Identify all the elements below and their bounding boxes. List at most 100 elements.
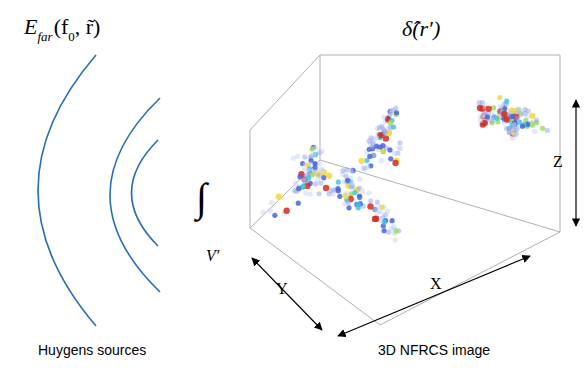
scatter-dot [260, 209, 265, 214]
scatter-dot [302, 167, 307, 172]
scatter-dot [321, 175, 326, 180]
scatter-dot [382, 129, 387, 134]
formula-symbol: E [24, 16, 37, 38]
scatter-dot [529, 113, 535, 119]
axis-arrows [252, 100, 576, 336]
integral-domain: V′ [206, 248, 219, 264]
scatter-dot [540, 126, 545, 131]
scatter-dot [326, 191, 331, 196]
scatter-dot [507, 109, 512, 114]
scatter-dot [319, 149, 324, 154]
x-axis-arrow [338, 256, 530, 336]
scatter-dot [383, 135, 389, 141]
scatter-dot [323, 185, 329, 191]
scatter-dot [296, 186, 301, 191]
axis-label: Z [553, 154, 563, 170]
scatter-dot [385, 209, 390, 214]
scatter-dot [489, 118, 494, 123]
scatter-dot [361, 165, 366, 170]
scatter-dot [480, 100, 485, 105]
scatter-dot [494, 116, 499, 121]
scatter-dot [357, 176, 362, 181]
scatter-dot [317, 191, 322, 196]
y-axis-arrow [252, 258, 322, 330]
scatter-dot [360, 188, 365, 193]
scatter-dot [308, 191, 313, 196]
scatter-dot [513, 133, 518, 138]
scatter-dot [366, 190, 371, 195]
scatter-dot [514, 116, 519, 121]
scatter-dot [313, 145, 318, 150]
scatter-dot [490, 111, 495, 116]
scatter-dot [394, 110, 399, 115]
scatter-dot [302, 154, 307, 159]
scatter-dot [296, 201, 301, 206]
scatter-dot [372, 216, 378, 222]
wavefront-arc [110, 98, 160, 292]
scatter-dot [367, 154, 372, 159]
scatter-dot [344, 191, 349, 196]
scatter-dot [346, 205, 351, 210]
scatter-dot [375, 200, 380, 205]
scatter-dot [276, 194, 282, 200]
scatter-dot [272, 213, 277, 218]
axis-label: X [430, 276, 442, 292]
scatter-dot [283, 208, 289, 214]
wavefront-arc [132, 140, 159, 246]
scatter-dot [485, 114, 490, 119]
frame-edge [320, 55, 560, 232]
scatter-dot [477, 105, 483, 111]
scatter-dot [317, 161, 322, 166]
scatter-dot [504, 126, 509, 131]
scatter-dot [485, 106, 491, 112]
scatter-dot [313, 181, 318, 186]
scatter-dot [306, 175, 311, 180]
scatter-dot [358, 158, 364, 164]
axis-label: Y [276, 281, 288, 297]
scatter-dot [352, 190, 357, 195]
scatter-dot [498, 104, 503, 109]
formula-subscript: far [37, 30, 52, 43]
scatter-dot [311, 152, 316, 157]
scatter-dot [337, 194, 342, 199]
scatter-dot [379, 124, 384, 129]
scatter-dot [381, 228, 386, 233]
scatter-dot [389, 110, 394, 115]
scatter-dot [394, 228, 399, 233]
scatter-dot [512, 127, 517, 132]
scatter-dot [291, 156, 296, 161]
wavefront-arc [38, 55, 96, 326]
scatter-dot [366, 138, 371, 143]
scatter-dot [358, 194, 363, 199]
scatter-dot [349, 169, 354, 174]
scatter-dot [326, 173, 332, 179]
scatter-dot [336, 188, 341, 193]
scatter-dot [530, 123, 535, 128]
scatter-dot [497, 95, 502, 100]
scatter-dot [377, 144, 382, 149]
scatter-dot [269, 200, 274, 205]
huygens-wavefronts [38, 55, 160, 326]
frame-edge [250, 55, 320, 228]
scatter-dot [382, 220, 387, 225]
scatter-dot [345, 178, 350, 183]
scatter-dot [301, 184, 306, 189]
scatter-dot [504, 98, 509, 103]
box-frame [250, 55, 560, 325]
scatter-dot [320, 167, 325, 172]
scatter-dot [369, 144, 374, 149]
caption-label: 3D NFRCS image [378, 343, 490, 357]
scatter-dot [268, 208, 273, 213]
scatter-dot [532, 129, 537, 134]
scatter-dot [510, 114, 515, 119]
scatter-dot [386, 230, 391, 235]
scatter-image [260, 95, 550, 243]
scatter-dot [387, 147, 392, 152]
scatter-dot [357, 193, 362, 198]
scatter-dot [396, 145, 401, 150]
scatter-dot [397, 140, 402, 145]
scatter-dot [391, 124, 396, 129]
z-axis-arrow [575, 100, 576, 226]
scatter-dot [545, 128, 550, 133]
